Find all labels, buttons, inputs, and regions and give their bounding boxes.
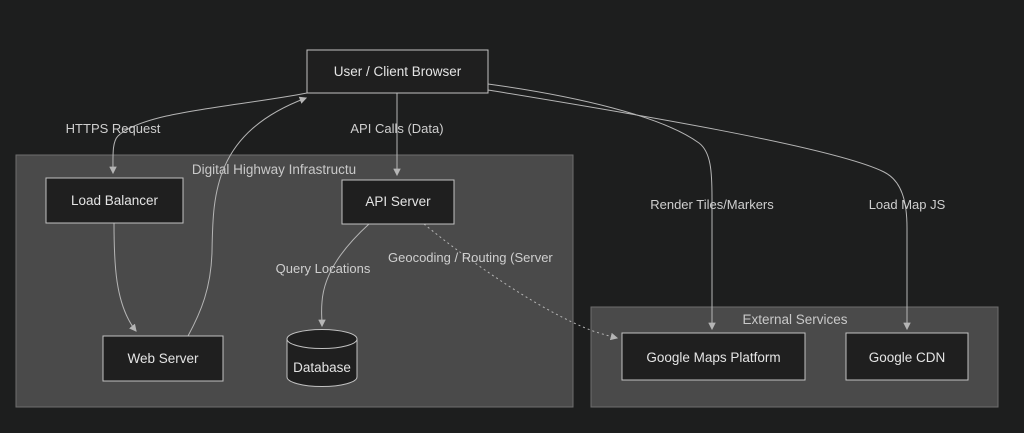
edge-label-geocoding-routing: Geocoding / Routing (Server (388, 250, 553, 265)
node-google-maps-platform: Google Maps Platform (621, 332, 806, 381)
node-label-web-server: Web Server (127, 351, 199, 366)
edge-api-server-to-google-maps-dotted (423, 223, 619, 341)
edge-label-api-calls: API Calls (Data) (350, 121, 443, 136)
database-cylinder-body (286, 339, 358, 387)
node-label-google-maps-platform: Google Maps Platform (646, 350, 780, 365)
node-web-server: Web Server (102, 335, 224, 382)
node-label-api-server: API Server (365, 194, 431, 209)
node-label-browser: User / Client Browser (334, 64, 462, 79)
container-title-external-services: External Services (742, 312, 847, 327)
edge-label-render-tiles: Render Tiles/Markers (650, 197, 774, 212)
node-label-load-balancer: Load Balancer (71, 193, 159, 208)
edge-web-server-to-browser (187, 96, 308, 337)
node-user-client-browser: User / Client Browser (306, 49, 489, 94)
node-database-cylinder: Database (286, 329, 358, 387)
node-label-google-cdn: Google CDN (869, 350, 946, 365)
edge-label-load-map-js: Load Map JS (869, 197, 946, 212)
container-title-digital-highway: Digital Highway Infrastructu (192, 162, 356, 177)
edge-label-query-locations: Query Locations (276, 261, 371, 276)
node-api-server: API Server (341, 179, 455, 225)
database-cylinder-top (286, 329, 358, 349)
edge-load-balancer-to-web-server (113, 222, 137, 332)
edge-browser-to-google-cdn (487, 89, 911, 331)
edge-browser-to-google-maps (487, 83, 716, 331)
edge-api-server-to-database (318, 223, 370, 328)
edge-label-https-request: HTTPS Request (66, 121, 161, 136)
node-label-database: Database (293, 360, 351, 375)
node-google-cdn: Google CDN (845, 332, 969, 381)
edge-browser-to-load-balancer (109, 92, 308, 175)
node-load-balancer: Load Balancer (45, 177, 184, 224)
